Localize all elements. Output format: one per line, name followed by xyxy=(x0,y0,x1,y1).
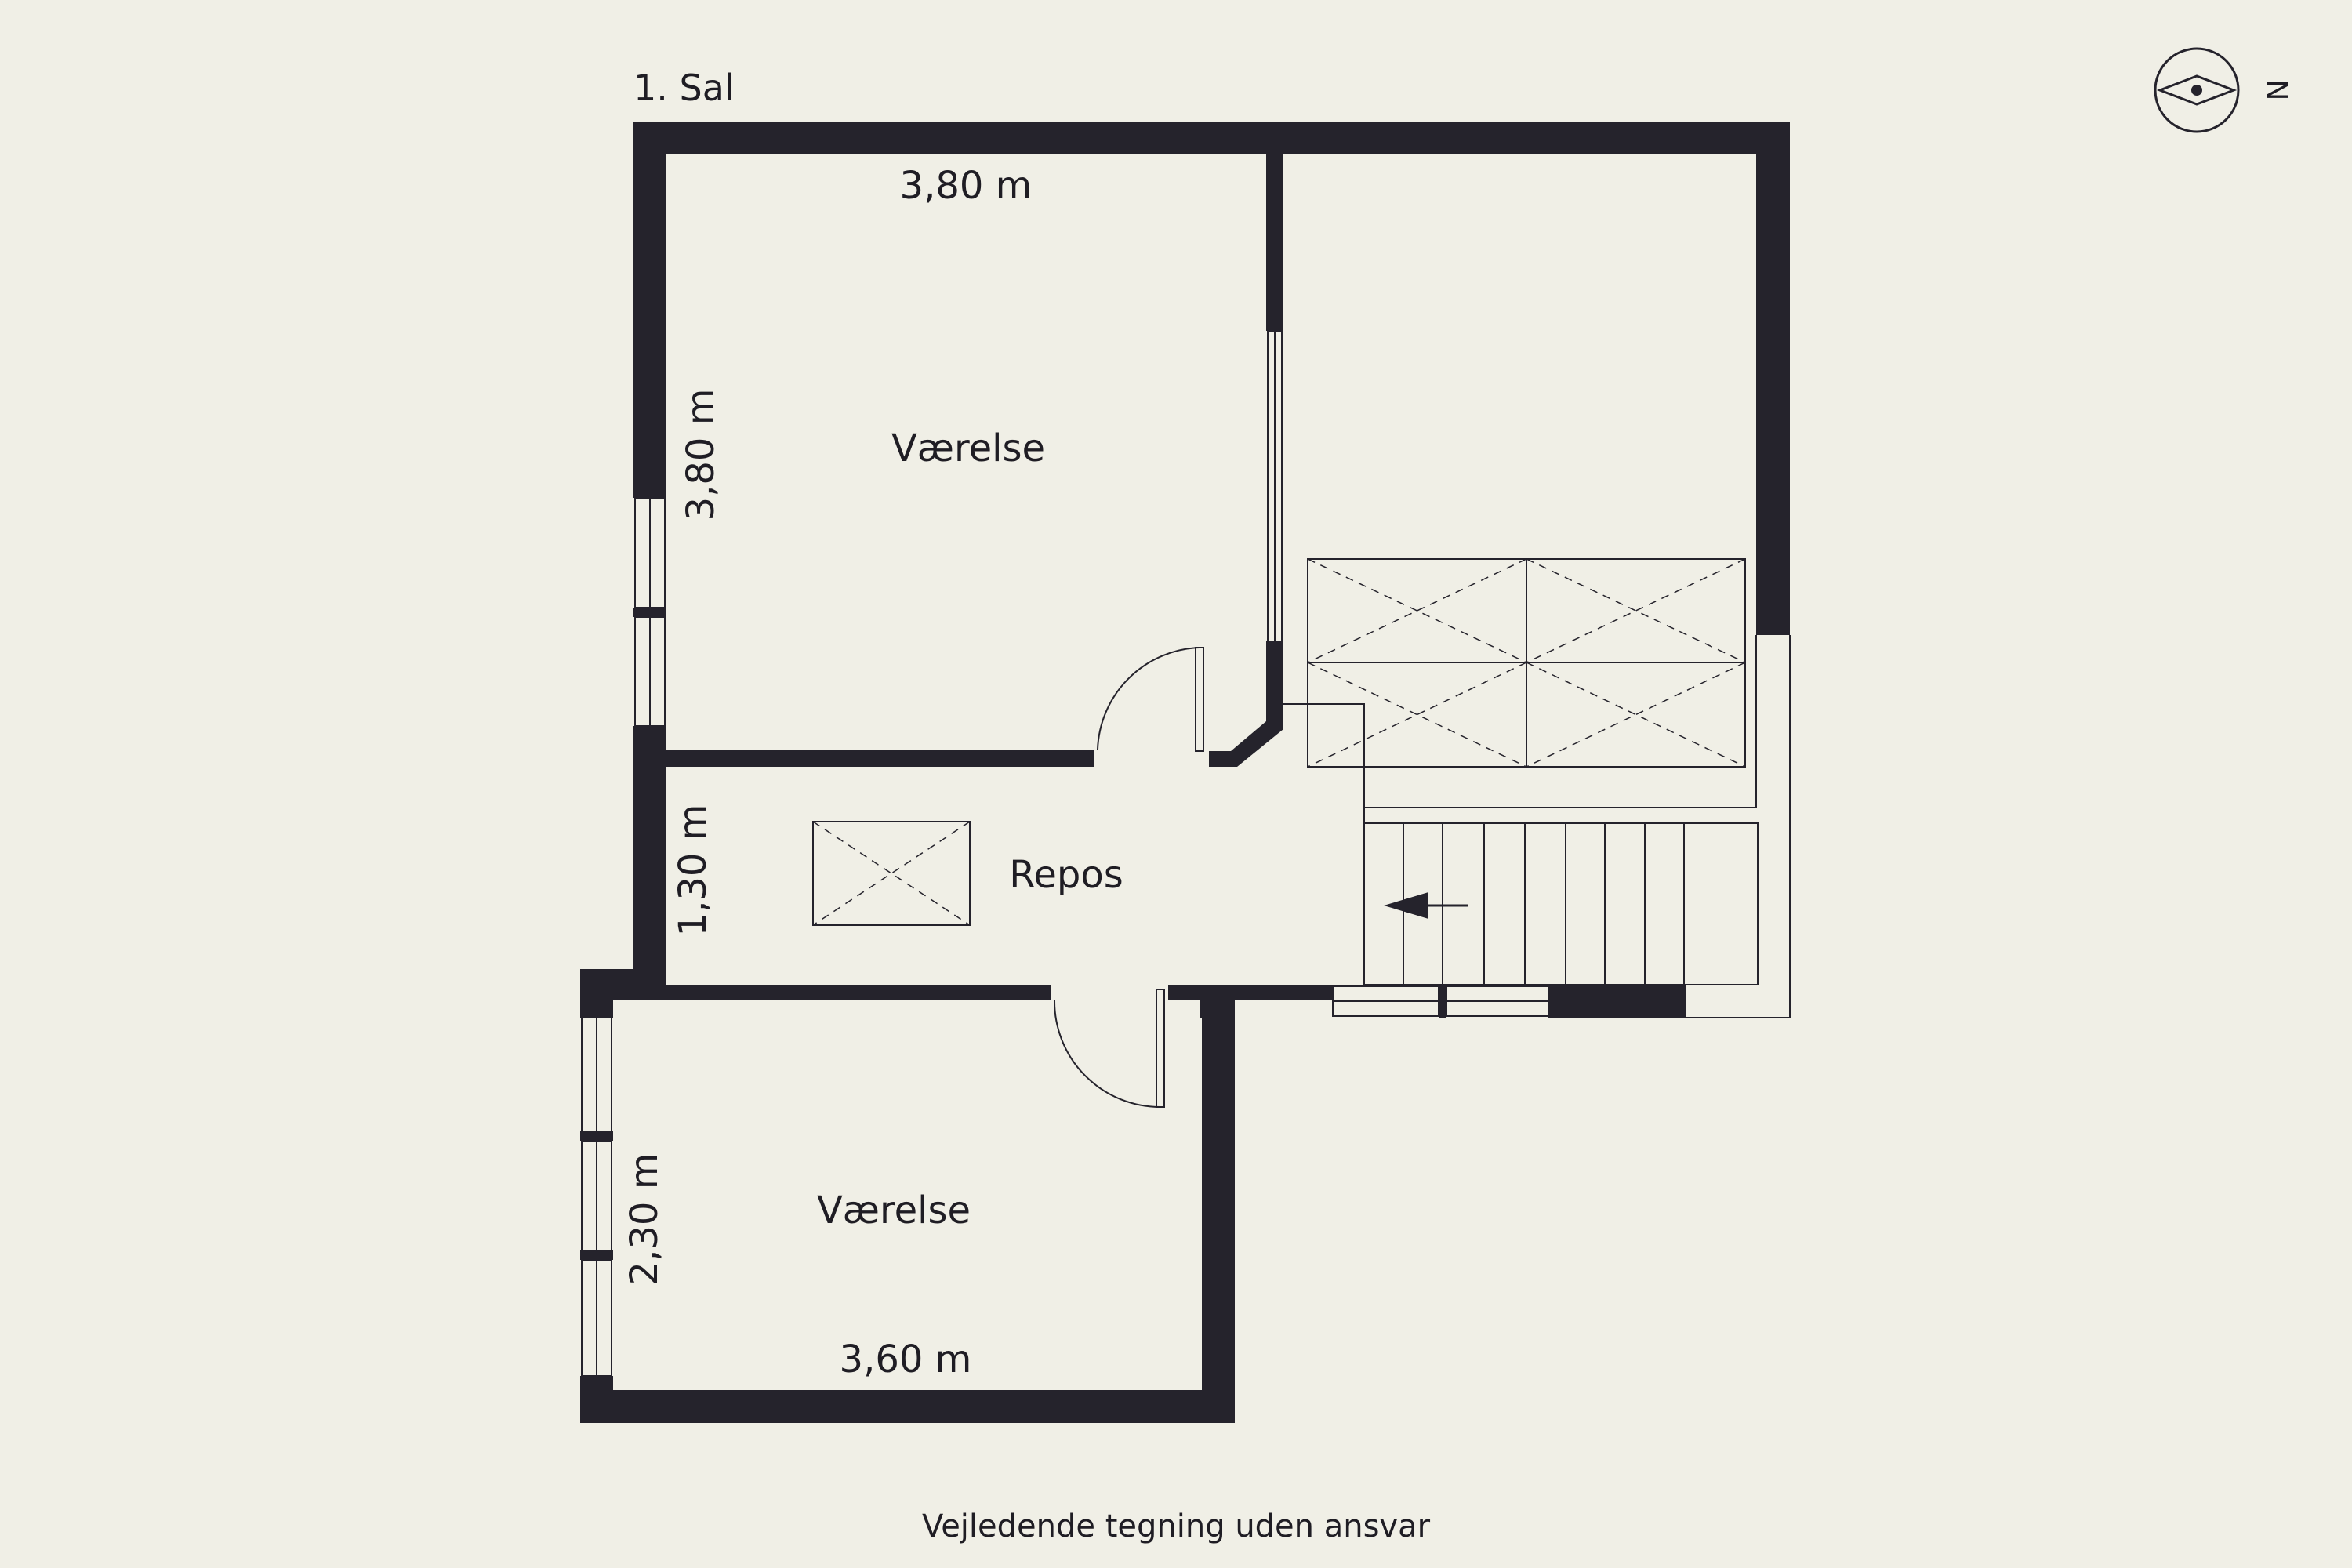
stair-direction-arrow-icon xyxy=(1384,892,1468,919)
windows xyxy=(580,330,1549,1377)
stairwell xyxy=(1283,635,1791,1018)
compass-icon: N xyxy=(2154,47,2292,133)
disclaimer: Vejledende tegning uden ansvar xyxy=(922,1508,1431,1544)
dimension-bedroom-bottom-depth: 2,30 m xyxy=(622,1153,666,1286)
dimension-bedroom-top-width: 3,80 m xyxy=(900,164,1033,208)
room-label-bedroom-top: Værelse xyxy=(891,426,1045,470)
room-label-bedroom-bottom: Værelse xyxy=(817,1189,971,1232)
stair-treads xyxy=(1363,822,1759,985)
outer-walls xyxy=(580,122,1790,1423)
inner-walls xyxy=(666,154,1333,1018)
floor-label: 1. Sal xyxy=(633,67,735,109)
doors xyxy=(1053,647,1204,1108)
dimension-bedroom-top-depth: 3,80 m xyxy=(679,389,723,521)
compass-letter: N xyxy=(2260,80,2292,101)
labels: 1. Sal Værelse Repos Værelse 3,80 m 3,80… xyxy=(622,67,1431,1544)
room-label-landing: Repos xyxy=(1009,853,1123,897)
skylights xyxy=(812,558,1746,926)
dimension-bedroom-bottom-width: 3,60 m xyxy=(840,1338,972,1381)
dimension-landing-depth: 1,30 m xyxy=(671,804,715,937)
